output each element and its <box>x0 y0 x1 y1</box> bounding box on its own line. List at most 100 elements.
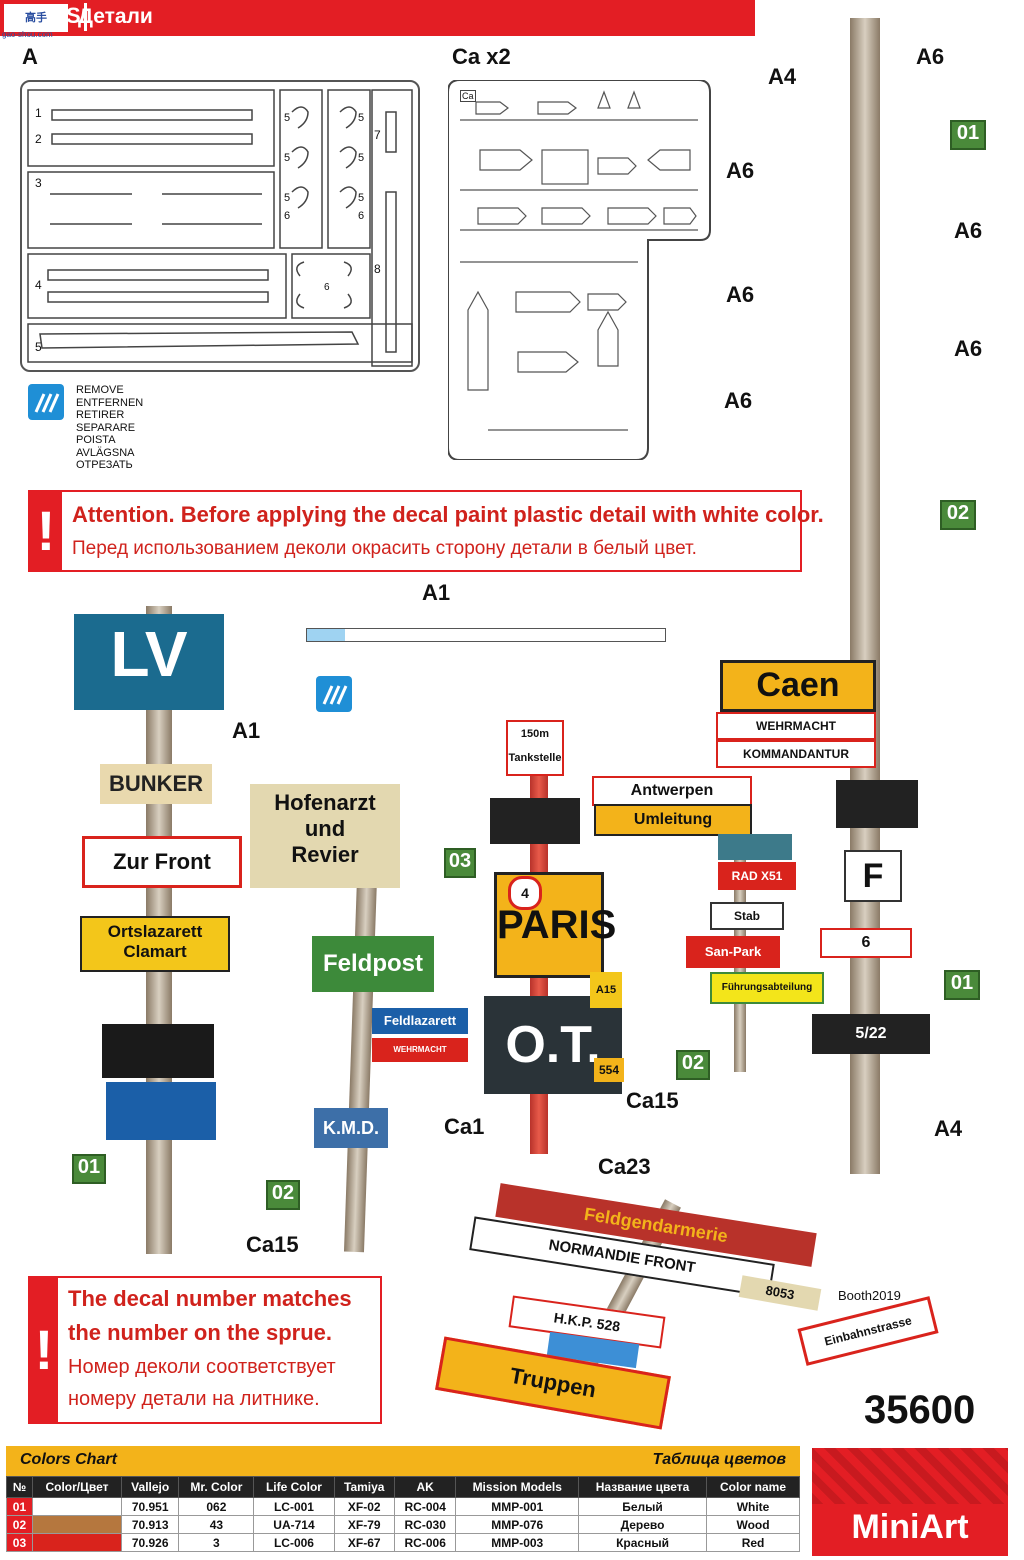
remove-icon <box>28 384 64 420</box>
sprue-a-part-6c: 6 <box>324 282 330 293</box>
sign-blue-red <box>106 1082 216 1140</box>
sprue-a-part-5g: 5 <box>358 192 365 204</box>
sign-teal <box>718 834 792 860</box>
ak-code: RC-006 <box>393 1533 457 1552</box>
sign-und-text: und <box>304 816 346 841</box>
color-name-en: Red <box>706 1533 800 1552</box>
telegraph-pole <box>850 18 880 1174</box>
col-header: Mr. Color <box>178 1476 255 1498</box>
callout-ca15: Ca15 <box>626 1088 679 1113</box>
callout-green-02: 02 <box>266 1180 300 1210</box>
page-title: Детали <box>78 5 153 28</box>
attention-text-en: Attention. Before applying the decal pai… <box>72 502 824 527</box>
product-number: 35600 <box>864 1388 976 1432</box>
sprue-a-part-6: 6 <box>284 210 291 222</box>
sign-6: 6 <box>820 928 912 958</box>
sign-554: 554 <box>594 1058 624 1082</box>
decal-note-ru-2: номеру детали на литнике. <box>68 1388 320 1410</box>
callout-a6: A6 <box>954 336 983 361</box>
sprue-ca-tag: Ca <box>460 90 476 102</box>
sign-lv-text: LV <box>110 618 188 690</box>
color-name-en: Wood <box>706 1515 800 1534</box>
a1-strip-label: A1 <box>422 580 451 605</box>
sign-ortslazarett-text: Ortslazarett <box>107 922 203 941</box>
callout-a4-bottom: A4 <box>934 1116 963 1141</box>
sprue-a-part-2: 2 <box>35 132 42 146</box>
lifecolor-code: UA-714 <box>253 1515 335 1534</box>
col-header: Life Color <box>253 1476 335 1498</box>
sign-revier-text: Revier <box>291 842 359 867</box>
remove-legend-line: SEPARARE <box>76 421 136 434</box>
mrcolor-code: 3 <box>178 1533 255 1552</box>
mrcolor-code: 43 <box>178 1515 255 1534</box>
vallejo-code: 70.926 <box>121 1533 180 1552</box>
mission-code: MMP-003 <box>455 1533 580 1552</box>
ak-code: RC-004 <box>393 1497 457 1516</box>
header-divider <box>84 3 87 31</box>
decal-note-en-1: The decal number matches <box>68 1286 352 1311</box>
remove-legend-line: ENTFERNEN <box>76 396 144 409</box>
watermark: gao-shou.com <box>2 30 53 39</box>
callout-green-01: 01 <box>944 970 980 1000</box>
booth-label: Booth2019 <box>838 1288 901 1303</box>
col-header: Vallejo <box>121 1476 180 1498</box>
callout-a6: A6 <box>916 44 945 69</box>
sign-f: F <box>844 850 902 902</box>
sign-black-rune <box>102 1024 214 1078</box>
col-header: № <box>6 1476 33 1498</box>
ak-code: RC-030 <box>393 1515 457 1534</box>
colors-chart-header: Colors Chart Таблица цветов <box>6 1446 800 1476</box>
sprue-a-part-5c: 5 <box>284 152 291 164</box>
a1-strip-gate <box>307 629 345 641</box>
colors-chart-title-ru: Таблица цветов <box>652 1451 786 1468</box>
sign-feldpost: Feldpost <box>312 936 434 992</box>
a1-strip <box>306 628 666 642</box>
callout-green-03: 03 <box>444 848 476 878</box>
col-header: Color name <box>706 1476 800 1498</box>
vallejo-code: 70.913 <box>121 1515 180 1534</box>
sign-san-park: San-Park <box>686 936 780 968</box>
tamiya-code: XF-67 <box>333 1533 395 1552</box>
sprue-a-part-1: 1 <box>35 106 42 120</box>
sign-feldlazarett: Feldlazarett <box>372 1008 468 1034</box>
tamiya-code: XF-79 <box>333 1515 395 1534</box>
col-header: AK <box>393 1476 457 1498</box>
sign-lv: LV <box>74 614 224 710</box>
mission-code: MMP-076 <box>455 1515 580 1534</box>
sign-black-arrow <box>490 798 580 844</box>
tamiya-code: XF-02 <box>333 1497 395 1516</box>
callout-a6: A6 <box>726 282 755 307</box>
callout-a6: A6 <box>726 158 755 183</box>
sprue-a-part-8: 8 <box>374 262 381 276</box>
attention-box: ! Attention. Before applying the decal p… <box>28 490 824 572</box>
vallejo-code: 70.951 <box>121 1497 180 1516</box>
color-swatch <box>31 1515 123 1534</box>
color-swatch <box>31 1497 123 1516</box>
sign-kmd: K.M.D. <box>314 1108 388 1148</box>
callout-a1: A1 <box>232 718 261 743</box>
sign-wehrmacht: WEHRMACHT <box>716 712 876 740</box>
decal-note-en-2: the number on the sprue. <box>68 1320 333 1345</box>
table-row: 01 70.951 062 LC-001 XF-02 RC-004 MMP-00… <box>6 1497 800 1516</box>
sprue-a-part-5e: 5 <box>358 112 365 124</box>
attention-text-ru: Перед использованием деколи окрасить сто… <box>72 538 697 559</box>
sign-antwerpen: Antwerpen <box>592 776 752 806</box>
miniart-logo-pattern <box>812 1448 1008 1504</box>
sign-a15: A15 <box>590 972 622 1008</box>
miniart-logo: MiniArt <box>812 1448 1008 1556</box>
sprue-a-part-4: 4 <box>35 278 42 292</box>
sprue-a-part-5d: 5 <box>284 192 291 204</box>
sprue-a-part-5b: 5 <box>284 112 291 124</box>
mission-code: MMP-001 <box>455 1497 580 1516</box>
sprue-ca-label: Ca x2 <box>452 44 511 69</box>
sprue-ca: Ca <box>447 79 758 461</box>
callout-a4-top: A4 <box>768 64 797 89</box>
sign-ortslazarett: Ortslazarett Clamart <box>80 916 230 972</box>
sign-bunker: BUNKER <box>100 764 212 804</box>
site-logo: 高手 <box>4 4 68 32</box>
color-name-ru: Красный <box>578 1533 708 1552</box>
color-name-ru: Белый <box>578 1497 708 1516</box>
decal-note-box: ! The decal number matches the number on… <box>28 1276 382 1424</box>
callout-green-02: 02 <box>940 500 976 530</box>
colors-table-header-row: № Color/Цвет Vallejo Mr. Color Life Colo… <box>6 1476 800 1498</box>
